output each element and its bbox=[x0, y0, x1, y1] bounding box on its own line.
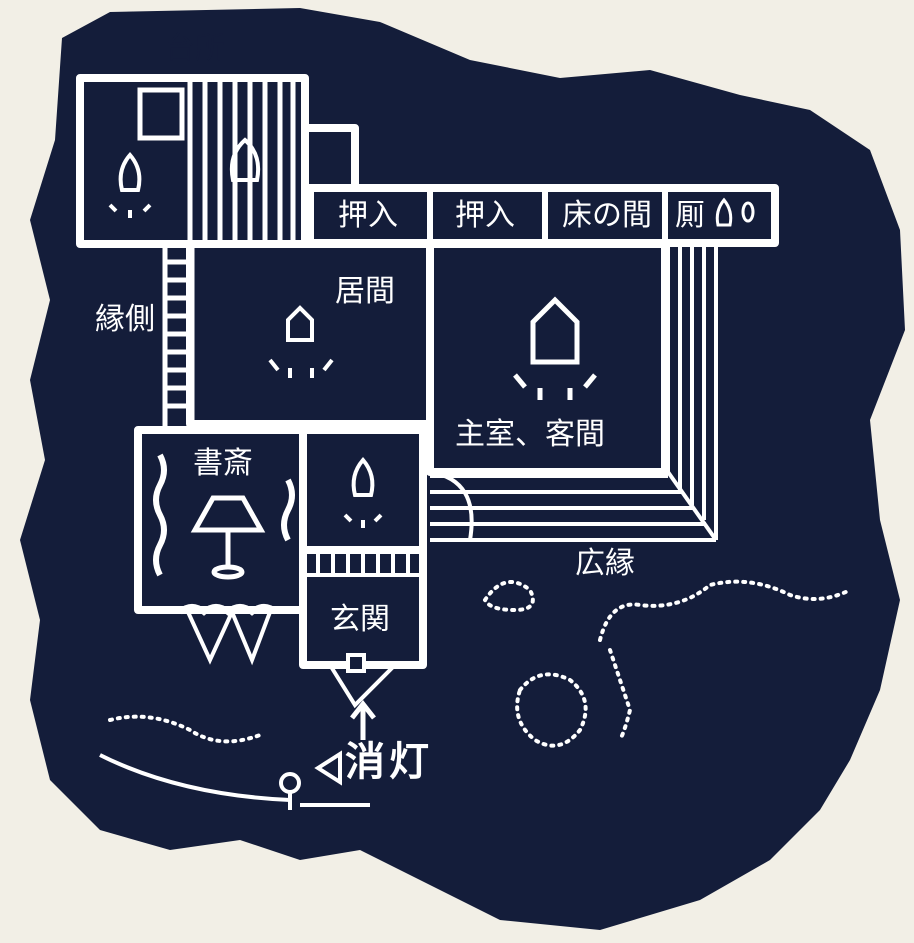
switch-icon bbox=[99, 750, 370, 810]
light-bulb-icon bbox=[108, 151, 152, 218]
room-label-kitchen: 台所 bbox=[165, 31, 225, 66]
room-label-toilet: 厠 bbox=[675, 198, 705, 233]
kitchen-floorboards bbox=[187, 80, 296, 242]
room-label-closet-2: 押入 bbox=[455, 198, 515, 233]
wide-veranda-boards bbox=[429, 244, 718, 542]
pendant-lamp-icon bbox=[513, 296, 597, 400]
room-label-closet-1: 押入 bbox=[338, 198, 398, 233]
room-label-study: 書斎 bbox=[193, 446, 253, 481]
room-label-living: 居間 bbox=[335, 274, 395, 309]
room-label-wide-veranda: 広縁 bbox=[575, 546, 635, 581]
light-bulb-icon bbox=[343, 456, 383, 528]
garden-stones bbox=[108, 579, 852, 748]
pendant-lamp-icon bbox=[268, 305, 334, 378]
light-bulb-icon bbox=[229, 137, 261, 182]
room-label-main-room: 主室、客間 bbox=[455, 417, 605, 452]
switch-label: 消灯 bbox=[345, 739, 433, 785]
veranda-boards bbox=[162, 244, 195, 428]
arrow-up-icon bbox=[350, 699, 376, 740]
room-label-veranda: 縁側 bbox=[95, 302, 155, 337]
room-label-entrance: 玄関 bbox=[330, 602, 390, 637]
table-lamp-icon bbox=[190, 495, 266, 580]
entrance-door bbox=[328, 663, 397, 709]
light-bulb-icon bbox=[715, 197, 755, 227]
room-label-alcove: 床の間 bbox=[562, 198, 652, 233]
